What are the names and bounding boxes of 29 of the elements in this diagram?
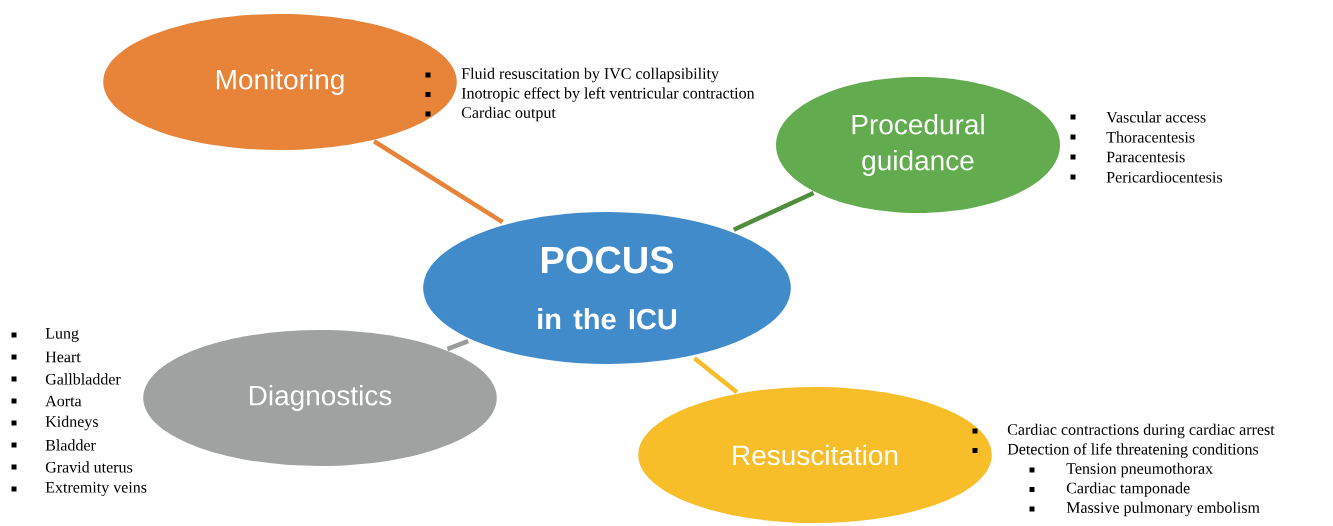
list-item: Inotropic effect by left ventricular contraction [461, 87, 755, 102]
connector-line [446, 339, 470, 352]
ellipse-node: Monitoring [103, 14, 457, 150]
list-item: Cardiac contractions during cardiac arrest [1007, 423, 1275, 439]
connector-line [372, 139, 504, 225]
list-item: Aorta [45, 395, 82, 407]
ellipse-node: Procedural guidance [776, 77, 1060, 213]
connector-line [732, 190, 815, 232]
list-item: Cardiac tamponade [1066, 482, 1190, 497]
list-item: Massive pulmonary embolism [1066, 501, 1260, 517]
list-item: Thoracentesis [1106, 131, 1195, 143]
ellipse-node: Diagnostics [143, 330, 497, 466]
ellipse-node: Resuscitation [638, 387, 992, 523]
list-item: Cardiac output [461, 106, 556, 122]
list-item: Bladder [45, 439, 96, 451]
list-item: Detection of life threatening conditions [1007, 443, 1259, 458]
list-item: Fluid resuscitation by IVC collapsibility [461, 67, 719, 83]
list-item: Tension pneumothorax [1066, 462, 1213, 478]
list-item: Extremity veins [45, 481, 147, 496]
list-item: Lung [45, 328, 79, 342]
list-item: Heart [45, 351, 81, 363]
connector-line [693, 356, 739, 394]
list-item: Gallbladder [45, 373, 121, 385]
list-item: Paracentesis [1106, 151, 1185, 163]
list-item: Vascular access [1106, 111, 1206, 123]
ellipse-node: POCUS in the ICU [423, 212, 791, 364]
list-item: Gravid uterus [45, 461, 133, 473]
list-item: Kidneys [45, 415, 98, 431]
list-item: Pericardiocentesis [1106, 171, 1223, 183]
